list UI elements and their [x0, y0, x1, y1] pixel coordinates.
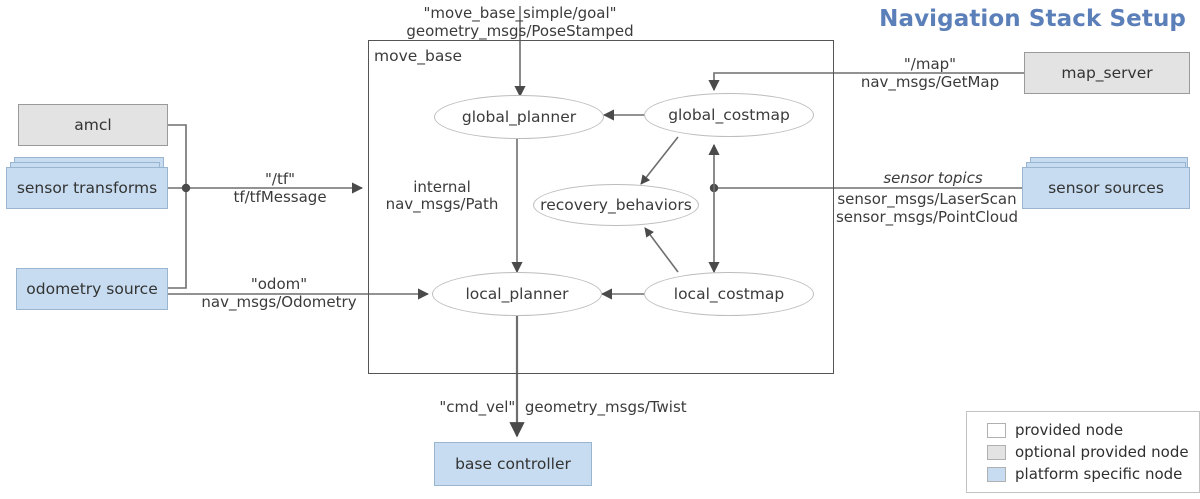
edge-label-tf: "/tf" tf/tfMessage	[233, 170, 327, 206]
edge-label-odom: "odom" nav_msgs/Odometry	[201, 275, 357, 311]
legend-item-optional-provided-node: optional provided node	[987, 443, 1189, 461]
legend-label-optional-provided-node: optional provided node	[1015, 443, 1189, 461]
move-base-container	[368, 40, 834, 374]
node-local-planner-label: local_planner	[465, 285, 569, 303]
move-base-label: move_base	[374, 47, 462, 65]
legend-label-provided-node: provided node	[1015, 421, 1124, 439]
node-global-planner[interactable]: global_planner	[434, 95, 604, 139]
tf-junction-dot	[181, 183, 191, 193]
node-map-server[interactable]: map_server	[1024, 52, 1190, 94]
node-recovery-behaviors[interactable]: recovery_behaviors	[533, 184, 699, 226]
node-sensor-transforms-label: sensor transforms	[16, 179, 158, 197]
edge-label-cmd-vel: "cmd_vel" geometry_msgs/Twist	[439, 398, 687, 416]
node-local-costmap[interactable]: local_costmap	[644, 272, 814, 316]
edge-label-sensor-topics-title: sensor topics	[883, 169, 983, 187]
node-map-server-label: map_server	[1061, 64, 1153, 82]
legend-item-platform-specific-node: platform specific node	[987, 465, 1182, 483]
legend-swatch-platform-specific-node	[987, 466, 1006, 482]
page-title: Navigation Stack Setup	[879, 6, 1186, 32]
edge-label-sensor-topics-types: sensor_msgs/LaserScan sensor_msgs/PointC…	[835, 190, 1019, 226]
node-amcl[interactable]: amcl	[18, 104, 168, 146]
node-local-costmap-label: local_costmap	[673, 285, 785, 303]
node-odometry-source[interactable]: odometry source	[16, 268, 168, 310]
node-local-planner[interactable]: local_planner	[432, 272, 602, 316]
legend-label-platform-specific-node: platform specific node	[1015, 465, 1183, 483]
legend-swatch-optional-provided-node	[987, 444, 1006, 460]
node-sensor-transforms[interactable]: sensor transforms	[6, 167, 168, 209]
edge-label-goal: "move_base_simple/goal" geometry_msgs/Po…	[406, 4, 634, 40]
edge-amcl-to-tf-bus	[168, 124, 187, 188]
node-base-controller-label: base controller	[455, 455, 571, 473]
node-sensor-sources[interactable]: sensor sources	[1022, 167, 1190, 209]
edge-odom-to-tf-bus	[168, 188, 187, 289]
edge-label-map: "/map" nav_msgs/GetMap	[860, 55, 1000, 91]
legend-swatch-provided-node	[987, 422, 1006, 438]
node-base-controller[interactable]: base controller	[434, 442, 592, 486]
node-sensor-sources-label: sensor sources	[1048, 179, 1164, 197]
node-global-planner-label: global_planner	[461, 108, 577, 126]
legend-item-provided-node: provided node	[987, 421, 1123, 439]
node-odometry-source-label: odometry source	[26, 280, 158, 298]
node-amcl-label: amcl	[74, 116, 112, 134]
internal-path-label: internal nav_msgs/Path	[385, 178, 499, 213]
node-global-costmap-label: global_costmap	[668, 106, 790, 124]
legend-box: provided node optional provided node pla…	[966, 411, 1200, 493]
node-recovery-behaviors-label: recovery_behaviors	[540, 196, 692, 214]
node-global-costmap[interactable]: global_costmap	[644, 93, 814, 137]
